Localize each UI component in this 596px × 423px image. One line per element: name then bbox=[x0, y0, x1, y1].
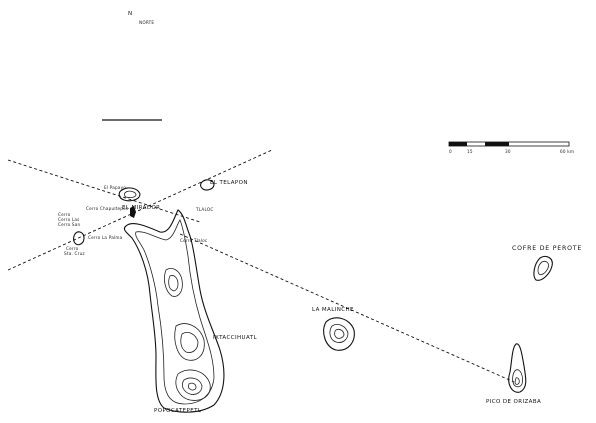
popocatepetl-summit-inner bbox=[182, 377, 203, 395]
ixtaccihuatl-summit-contour bbox=[164, 268, 183, 297]
label-pico-de-orizaba: PICO DE ORIZABA bbox=[486, 399, 541, 405]
label-chapultepec: Cerro Chapultepec bbox=[86, 206, 129, 211]
sierra-nevada-range bbox=[123, 209, 225, 413]
label-tlaloc: TLALOC bbox=[195, 207, 213, 212]
la-malinche-inner bbox=[329, 324, 349, 343]
north-arrow: N NORTE bbox=[128, 11, 154, 25]
label-small-left-3: Cerro San bbox=[58, 222, 80, 227]
label-el-telapon: EL TELAPON bbox=[210, 180, 248, 186]
transect-lines bbox=[7, 149, 515, 383]
range-outer-contour bbox=[123, 209, 225, 413]
popocatepetl-mid-contour bbox=[174, 323, 205, 361]
popocatepetl-mid-inner bbox=[180, 332, 199, 353]
transect-line-b bbox=[7, 149, 273, 271]
scale-bar-segment-2 bbox=[485, 142, 509, 146]
transect-line-c bbox=[179, 233, 515, 383]
north-arrow-symbol: N bbox=[128, 11, 133, 17]
cofre-de-perote-volcano bbox=[533, 255, 553, 281]
label-la-palma: Cerro La Palma bbox=[88, 235, 123, 240]
scale-tick-15: 15 bbox=[467, 149, 473, 154]
popocatepetl-summit-contour bbox=[175, 369, 211, 401]
label-small-left-2: Cerro Las bbox=[58, 217, 80, 222]
label-la-malinche: LA MALINCHE bbox=[312, 307, 354, 313]
pico-de-orizaba-outer bbox=[508, 343, 527, 393]
popocatepetl-crater bbox=[187, 382, 197, 391]
scale-tick-30: 30 bbox=[505, 149, 511, 154]
small-volcanoes-west bbox=[73, 179, 215, 246]
label-popocatepetl: POPOCATEPETL bbox=[154, 408, 202, 414]
label-cofre-de-perote: COFRE DE PEROTE bbox=[512, 245, 582, 252]
label-small-south-2: Sta. Cruz bbox=[64, 251, 85, 256]
volcano-el-mirador-inner bbox=[124, 190, 137, 198]
volcano-el-telapon bbox=[200, 179, 215, 191]
volcano-small-south bbox=[73, 231, 85, 246]
pico-de-orizaba-volcano bbox=[508, 343, 527, 393]
scale-bar-segment-1 bbox=[449, 142, 467, 146]
scale-bar: 0 15 30 60 km bbox=[448, 141, 574, 154]
cofre-de-perote-outer bbox=[533, 255, 553, 281]
label-small-south-1: Cerro bbox=[66, 246, 79, 251]
pico-de-orizaba-summit bbox=[514, 377, 520, 385]
la-malinche-summit bbox=[334, 328, 345, 339]
label-el-mirador: EL MIRADOR bbox=[122, 205, 160, 211]
la-malinche-outer bbox=[323, 317, 355, 351]
label-el-papayo: El Papayo bbox=[104, 185, 126, 190]
cofre-de-perote-inner bbox=[537, 260, 549, 276]
label-tlaloc-small: Cerro Tlaloc bbox=[180, 238, 208, 243]
volcano-tlaloc-peak bbox=[130, 206, 136, 218]
scale-tick-60: 60 km bbox=[560, 149, 574, 154]
pico-de-orizaba-inner bbox=[512, 369, 523, 388]
transect-line-a bbox=[7, 159, 201, 223]
volcano-el-mirador bbox=[118, 187, 141, 202]
label-small-left-1: Cerro bbox=[58, 212, 71, 217]
label-ixtaccihuatl: IXTACCIHUATL bbox=[213, 335, 257, 341]
ixtaccihuatl-inner-contour bbox=[168, 275, 179, 292]
la-malinche-volcano bbox=[323, 317, 355, 351]
range-middle-contour bbox=[135, 219, 215, 405]
place-labels: IXTACCIHUATL POPOCATEPETL LA MALINCHE CO… bbox=[58, 180, 582, 414]
scale-tick-0: 0 bbox=[449, 149, 452, 154]
north-arrow-caption: NORTE bbox=[139, 20, 154, 25]
